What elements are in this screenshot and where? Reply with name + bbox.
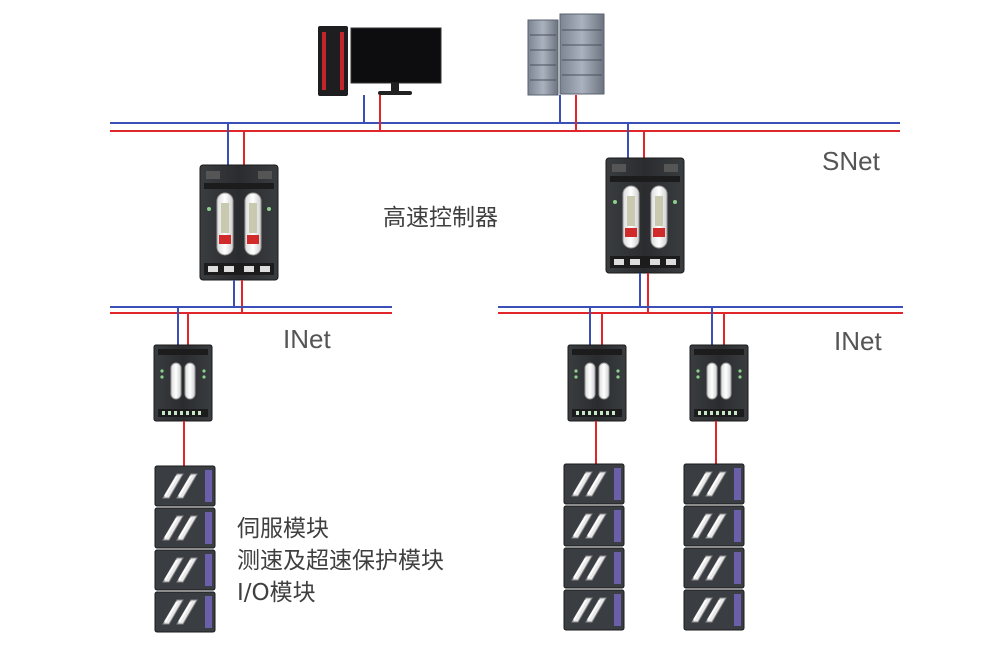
high-speed-controller-left — [199, 164, 279, 281]
module-label-speed-protection: 测速及超速保护模块 — [237, 548, 444, 574]
io-comm-module-right-1 — [567, 344, 627, 422]
field-module-stack-left — [154, 465, 216, 633]
module-label-io: I/O模块 — [237, 580, 316, 606]
module-label-servo: 伺服模块 — [237, 516, 329, 542]
io-comm-module-left — [153, 344, 213, 422]
module-labels: 伺服模块 测速及超速保护模块 I/O模块 — [237, 513, 444, 609]
field-module-stack-right-2 — [683, 463, 745, 631]
inet-bus-right — [498, 273, 903, 345]
inet-label-left: INet — [283, 324, 331, 354]
field-module-links — [183, 421, 717, 466]
inet-label-right: INet — [834, 326, 882, 356]
server-icon — [527, 13, 605, 96]
high-speed-controller-right — [605, 157, 685, 274]
snet-label: SNet — [822, 146, 880, 176]
inet-bus-left — [110, 280, 392, 345]
controller-label: 高速控制器 — [383, 205, 498, 231]
field-module-stack-right-1 — [563, 463, 625, 631]
workstation-icon — [318, 26, 442, 96]
io-comm-module-right-2 — [689, 344, 749, 422]
snet-bus — [110, 95, 900, 165]
